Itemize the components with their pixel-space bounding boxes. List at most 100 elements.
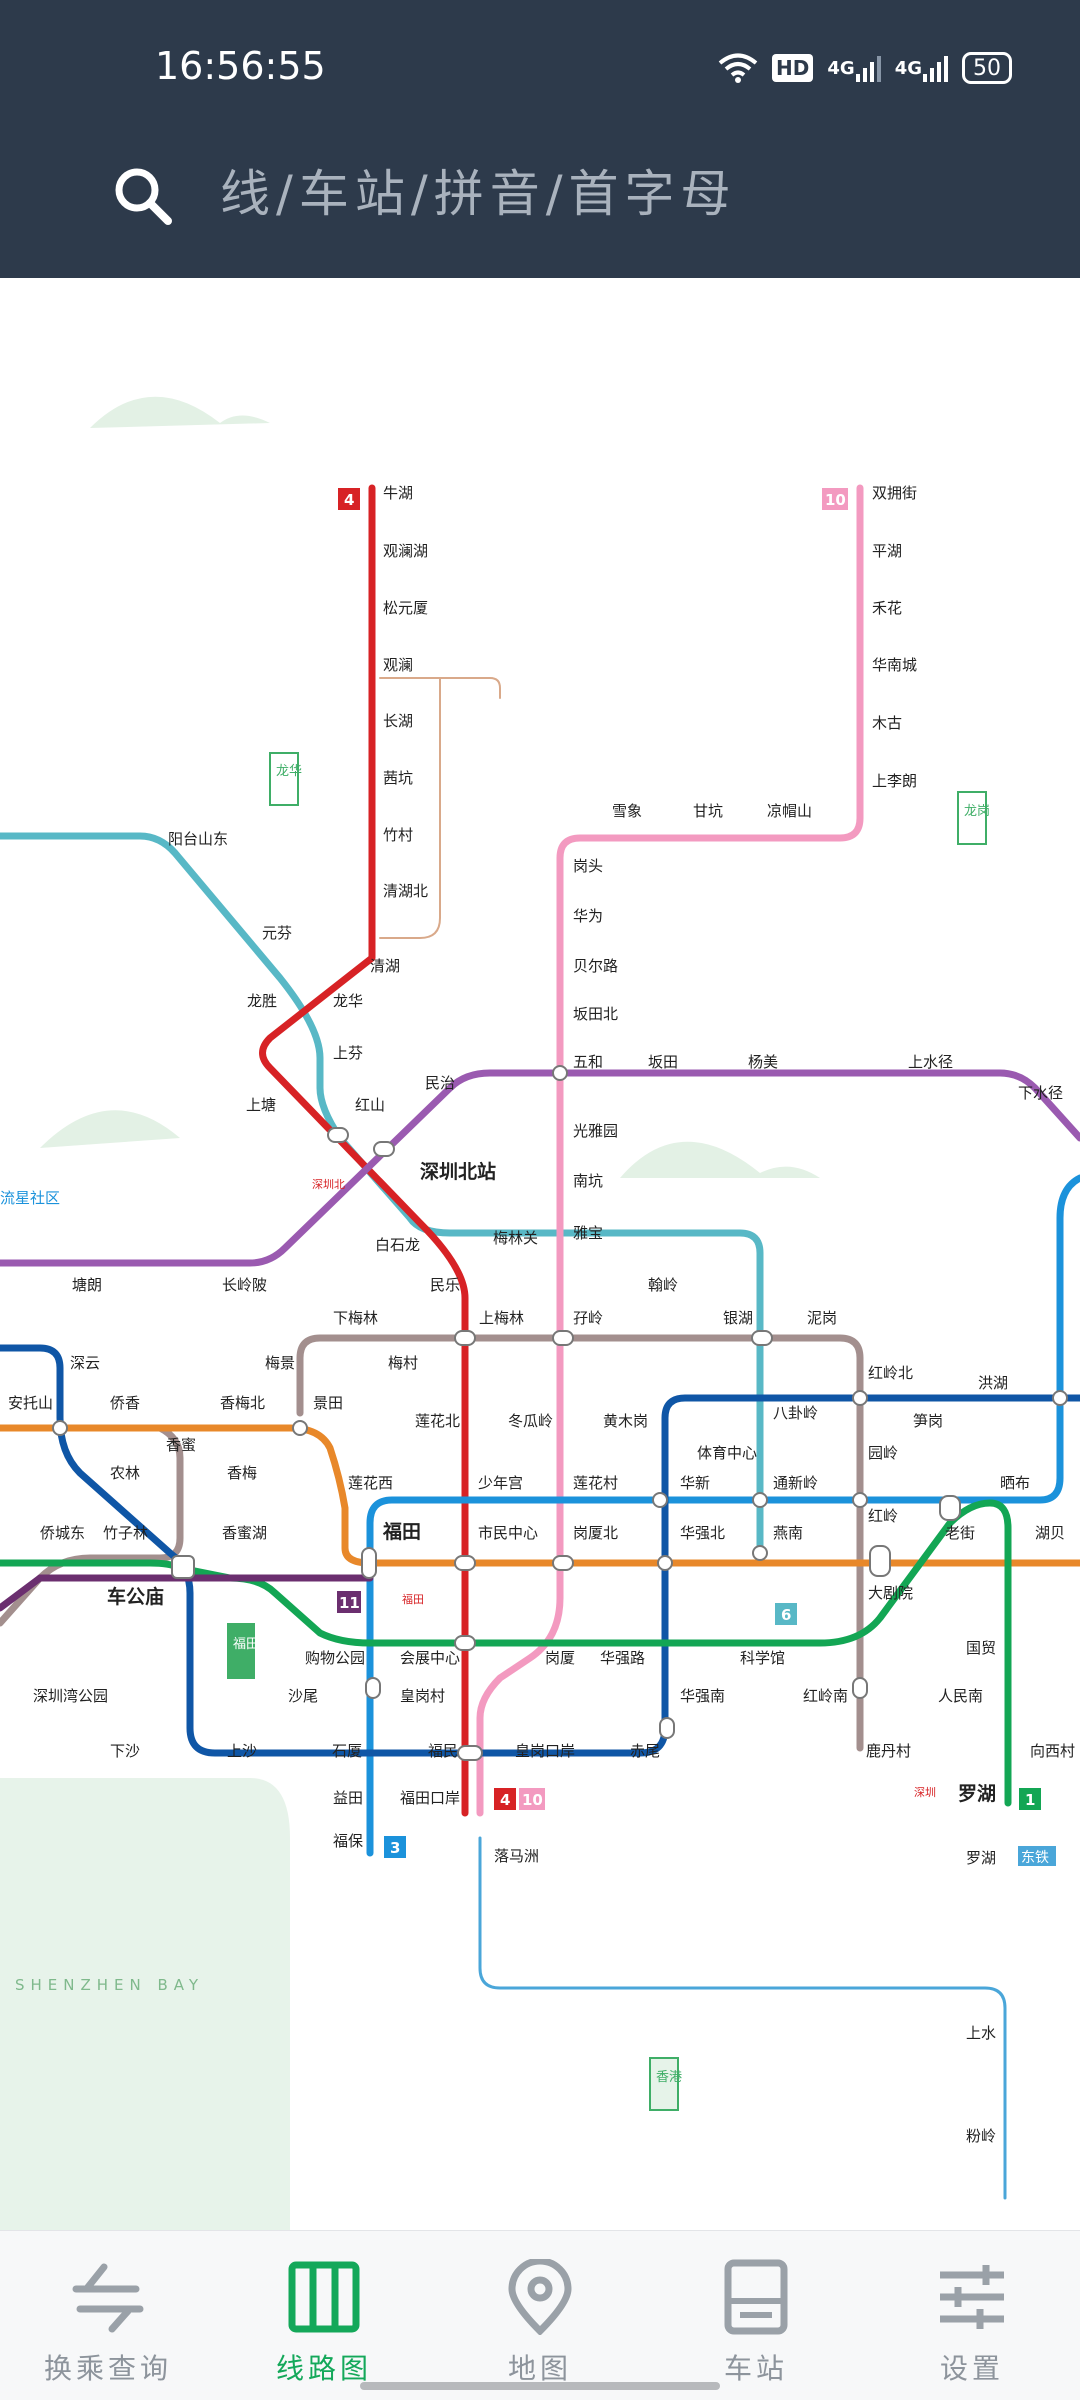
interchange-wuhe[interactable] bbox=[552, 1065, 568, 1081]
badge-line-6[interactable]: 6 bbox=[775, 1603, 797, 1625]
station-xiangmei[interactable]: 香梅 bbox=[227, 1464, 257, 1482]
station-zhucun[interactable]: 竹村 bbox=[383, 826, 413, 844]
station-meilinguan[interactable]: 梅林关 bbox=[493, 1229, 538, 1247]
interchange-yinhu[interactable] bbox=[751, 1330, 773, 1346]
station-yannan[interactable]: 燕南 bbox=[773, 1524, 803, 1542]
station-hongling[interactable]: 红岭 bbox=[868, 1507, 898, 1525]
badge-line-11[interactable]: 11 bbox=[337, 1591, 361, 1613]
station-fenling[interactable]: 粉岭 bbox=[966, 2127, 996, 2145]
interchange-huaxin[interactable] bbox=[652, 1492, 668, 1508]
station-huanggangcun[interactable]: 皇岗村 bbox=[400, 1687, 445, 1705]
station-gouwugongyuan[interactable]: 购物公园 bbox=[305, 1649, 365, 1667]
interchange-tongxinling[interactable] bbox=[752, 1492, 768, 1508]
station-anfoshan[interactable]: 安托山 bbox=[8, 1394, 53, 1412]
station-qiaochengdong[interactable]: 侨城东 bbox=[40, 1524, 85, 1542]
station-xiangmeibei[interactable]: 香梅北 bbox=[220, 1394, 265, 1412]
station-qinghubei[interactable]: 清湖北 bbox=[383, 882, 428, 900]
station-yabao[interactable]: 雅宝 bbox=[573, 1224, 603, 1242]
station-huaxin[interactable]: 华新 bbox=[680, 1474, 710, 1492]
interchange-xialing[interactable] bbox=[552, 1330, 574, 1346]
station-nankeng[interactable]: 南坑 bbox=[573, 1172, 603, 1190]
station-shangshui[interactable]: 上水 bbox=[966, 2024, 996, 2042]
station-luowu[interactable]: 罗湖 bbox=[966, 1849, 996, 1867]
station-xiameilin[interactable]: 下梅林 bbox=[333, 1309, 378, 1327]
station-shenzhenbei[interactable]: 深圳北站 bbox=[420, 1160, 496, 1183]
east-rail-path[interactable] bbox=[478, 1836, 1007, 2200]
station-longhua[interactable]: 龙华 bbox=[333, 992, 363, 1010]
station-shenyun[interactable]: 深云 bbox=[70, 1354, 100, 1372]
station-chegongmiao[interactable]: 车公庙 bbox=[107, 1585, 164, 1608]
station-yinhu[interactable]: 银湖 bbox=[723, 1309, 753, 1327]
station-shangmeilin[interactable]: 上梅林 bbox=[479, 1309, 524, 1327]
station-huanancheng[interactable]: 华南城 bbox=[872, 656, 917, 674]
station-guanlan[interactable]: 观澜 bbox=[383, 656, 413, 674]
station-yangmei[interactable]: 杨美 bbox=[748, 1053, 778, 1071]
station-honglingbei[interactable]: 红岭北 bbox=[868, 1364, 913, 1382]
station-hongshan[interactable]: 红山 bbox=[355, 1096, 385, 1114]
interchange-honglingnan[interactable] bbox=[852, 1677, 868, 1699]
station-shixia[interactable]: 石厦 bbox=[332, 1742, 362, 1760]
station-qinghu[interactable]: 清湖 bbox=[370, 957, 400, 975]
station-mugu[interactable]: 木古 bbox=[872, 714, 902, 732]
interchange-hongling[interactable] bbox=[852, 1492, 868, 1508]
station-fubao[interactable]: 福保 bbox=[333, 1832, 363, 1850]
interchange-anfoshan[interactable] bbox=[52, 1420, 68, 1436]
line-4-extension-path[interactable] bbox=[379, 677, 501, 939]
line-2-path[interactable] bbox=[0, 1424, 1080, 1567]
line-6-path[interactable] bbox=[0, 832, 764, 1550]
station-liangmaoshan[interactable]: 凉帽山 bbox=[767, 802, 812, 820]
badge-line-3[interactable]: 3 bbox=[384, 1836, 406, 1858]
badge-line-4[interactable]: 4 bbox=[338, 488, 360, 510]
station-hubei[interactable]: 湖贝 bbox=[1035, 1524, 1065, 1542]
station-luomazhou[interactable]: 落马洲 bbox=[494, 1847, 539, 1865]
interchange-hongshan[interactable] bbox=[327, 1127, 349, 1143]
station-xuexiang[interactable]: 雪象 bbox=[612, 802, 642, 820]
station-renminnan[interactable]: 人民南 bbox=[938, 1687, 983, 1705]
station-futian[interactable]: 福田 bbox=[382, 1520, 421, 1543]
station-luohu[interactable]: 罗湖 bbox=[958, 1783, 996, 1805]
station-yuanfen[interactable]: 元芬 bbox=[262, 924, 292, 942]
station-gangtou[interactable]: 岗头 bbox=[573, 857, 603, 875]
station-shangtang[interactable]: 上塘 bbox=[246, 1096, 276, 1114]
station-xiangmi[interactable]: 香蜜 bbox=[166, 1436, 196, 1454]
station-nonglin[interactable]: 农林 bbox=[110, 1464, 140, 1482]
station-meijing[interactable]: 梅景 bbox=[265, 1354, 295, 1372]
station-shangsha[interactable]: 上沙 bbox=[227, 1742, 257, 1760]
station-shangshuijing[interactable]: 上水径 bbox=[908, 1053, 953, 1071]
tab-transfer-query[interactable]: 换乘查询 bbox=[0, 2231, 216, 2400]
station-yuanling[interactable]: 园岭 bbox=[868, 1444, 898, 1462]
station-honghu[interactable]: 洪湖 bbox=[978, 1374, 1008, 1392]
badge-line-10-south[interactable]: 10 bbox=[519, 1788, 545, 1810]
interchange-honglingbei[interactable] bbox=[852, 1390, 868, 1406]
station-niuhu[interactable]: 牛湖 bbox=[383, 484, 413, 502]
station-hehua[interactable]: 禾花 bbox=[872, 599, 902, 617]
station-xiashuijing[interactable]: 下水径 bbox=[1018, 1084, 1063, 1102]
station-gangxiabei[interactable]: 岗厦北 bbox=[573, 1524, 618, 1542]
interchange-shawei[interactable] bbox=[365, 1677, 381, 1699]
station-pinghu[interactable]: 平湖 bbox=[872, 542, 902, 560]
station-yangtaishandong[interactable]: 阳台山东 bbox=[168, 830, 228, 848]
interchange-gangxiabei[interactable] bbox=[552, 1555, 574, 1571]
station-qiaoxiang[interactable]: 侨香 bbox=[110, 1394, 140, 1412]
interchange-huaqiangnan[interactable] bbox=[659, 1717, 675, 1739]
metro-map[interactable]: SHENZHEN BAY 龙华 龙岗 福田 香港 bbox=[0, 278, 1080, 2230]
station-minle[interactable]: 民乐 bbox=[430, 1276, 460, 1294]
station-huaqiangbei[interactable]: 华强北 bbox=[680, 1524, 725, 1542]
line-4-path[interactable] bbox=[259, 484, 469, 1817]
line-3-path[interactable] bbox=[366, 1174, 1080, 1857]
station-xiangmihu[interactable]: 香蜜湖 bbox=[222, 1524, 267, 1542]
station-lutancun[interactable]: 鹿丹村 bbox=[866, 1742, 911, 1760]
station-huawei[interactable]: 华为 bbox=[573, 907, 603, 925]
station-nigang[interactable]: 泥岗 bbox=[807, 1309, 837, 1327]
station-laojie[interactable]: 老街 bbox=[945, 1524, 975, 1542]
tab-station[interactable]: 车站 bbox=[648, 2231, 864, 2400]
station-longsheng[interactable]: 龙胜 bbox=[247, 992, 277, 1010]
metro-map-canvas[interactable]: SHENZHEN BAY 龙华 龙岗 福田 香港 bbox=[0, 278, 1080, 2230]
station-shenzhenwangongyuan[interactable]: 深圳湾公园 bbox=[33, 1687, 108, 1705]
station-huaqiangnan[interactable]: 华强南 bbox=[680, 1687, 725, 1705]
tab-settings[interactable]: 设置 bbox=[864, 2231, 1080, 2400]
station-sungang[interactable]: 笋岗 bbox=[913, 1412, 943, 1430]
line-11-path[interactable] bbox=[0, 1574, 374, 1612]
home-indicator[interactable] bbox=[360, 2382, 720, 2390]
search-input[interactable] bbox=[220, 158, 1020, 230]
